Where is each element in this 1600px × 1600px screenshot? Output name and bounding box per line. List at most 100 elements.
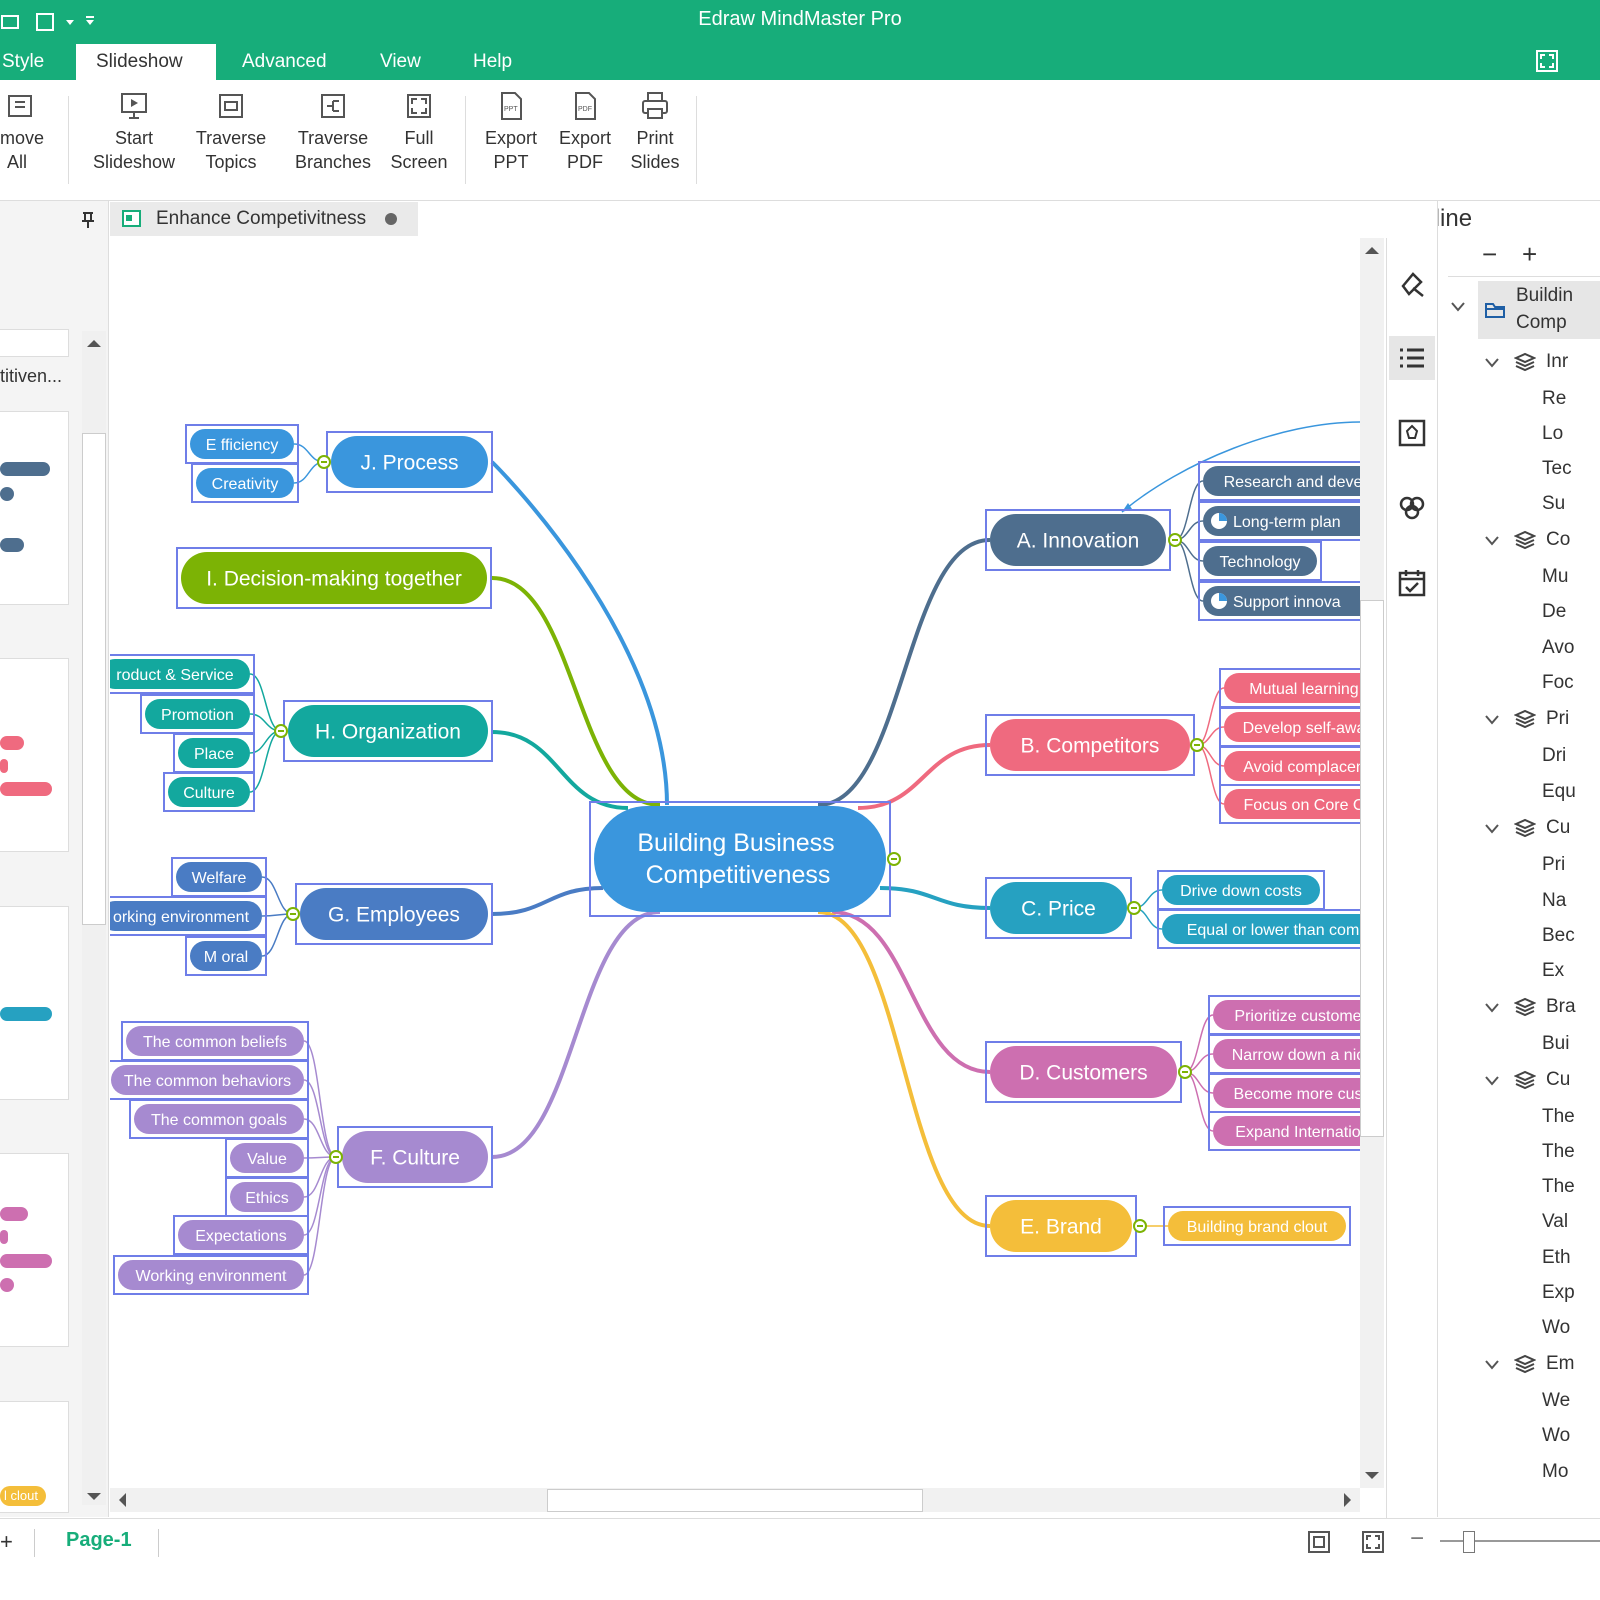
- outline-leaf-item[interactable]: Mo: [1542, 1461, 1568, 1483]
- unsaved-dot-icon[interactable]: [384, 212, 398, 226]
- icon-library-icon[interactable]: [1397, 418, 1427, 448]
- subtopic-customers[interactable]: Narrow down a nic: [1208, 1034, 1360, 1074]
- outline-leaf-item[interactable]: The: [1542, 1141, 1575, 1163]
- scroll-right-icon[interactable]: [1336, 1488, 1360, 1512]
- scroll-down-icon[interactable]: [82, 1485, 106, 1509]
- chevron-down-icon[interactable]: [1484, 714, 1500, 726]
- subtopic-competitors[interactable]: Focus on Core C: [1219, 784, 1360, 824]
- subtopic-customers[interactable]: Prioritize custome: [1208, 995, 1360, 1035]
- canvas-horizontal-scrollbar[interactable]: [110, 1488, 1360, 1512]
- outline-leaf-item[interactable]: Bui: [1542, 1033, 1569, 1055]
- outline-leaf-item[interactable]: Dri: [1542, 745, 1566, 767]
- subtopic-culture[interactable]: The common behaviors: [110, 1060, 309, 1100]
- outline-leaf-item[interactable]: Lo: [1542, 423, 1563, 445]
- subtopic-employees[interactable]: M oral: [185, 936, 267, 976]
- chevron-down-icon[interactable]: [1484, 1075, 1500, 1087]
- outline-leaf-item[interactable]: The: [1542, 1176, 1575, 1198]
- document-tab[interactable]: Enhance Competivitness: [110, 202, 418, 236]
- topic-price[interactable]: C. Price: [985, 877, 1132, 939]
- scroll-left-icon[interactable]: [110, 1488, 134, 1512]
- subtopic-competitors[interactable]: Avoid complacen: [1219, 746, 1360, 786]
- chevron-down-icon[interactable]: [1484, 357, 1500, 369]
- outline-leaf-item[interactable]: Foc: [1542, 672, 1574, 694]
- topic-brand[interactable]: E. Brand: [985, 1195, 1137, 1257]
- outline-leaf-item[interactable]: Bec: [1542, 925, 1575, 947]
- topic-culture[interactable]: F. Culture: [337, 1126, 493, 1188]
- outline-leaf-item[interactable]: Val: [1542, 1211, 1568, 1233]
- pin-icon[interactable]: [80, 211, 96, 229]
- outline-collapse-button[interactable]: −: [1482, 239, 1498, 269]
- outline-tab[interactable]: [1389, 336, 1435, 380]
- zoom-out-button[interactable]: −: [1410, 1525, 1425, 1552]
- zoom-slider-track[interactable]: [1440, 1540, 1600, 1542]
- outline-leaf-item[interactable]: The: [1542, 1106, 1575, 1128]
- chevron-down-icon[interactable]: [1484, 1002, 1500, 1014]
- subtopic-organization[interactable]: Promotion: [140, 694, 255, 734]
- start-slideshow-button[interactable]: Start Slideshow: [86, 90, 182, 174]
- subtopic-competitors[interactable]: Develop self-awa: [1219, 707, 1360, 747]
- task-calendar-icon[interactable]: [1397, 568, 1427, 598]
- export-pdf-button[interactable]: PDF Export PDF: [546, 90, 624, 174]
- relationship-line[interactable]: [1121, 421, 1360, 513]
- subtopic-culture[interactable]: Expectations: [173, 1215, 309, 1255]
- tab-advanced[interactable]: Advanced: [222, 44, 347, 80]
- outline-leaf-item[interactable]: Tec: [1542, 458, 1572, 480]
- format-brush-icon[interactable]: [1397, 268, 1427, 298]
- subtopic-brand[interactable]: Building brand clout: [1163, 1206, 1351, 1246]
- slides-scroll-thumb[interactable]: [82, 433, 106, 925]
- outline-leaf-item[interactable]: Re: [1542, 388, 1566, 410]
- subtopic-culture[interactable]: Value: [225, 1138, 309, 1178]
- tab-style[interactable]: Style: [0, 44, 64, 80]
- subtopic-customers[interactable]: Become more cus: [1208, 1073, 1360, 1113]
- subtopic-innovation[interactable]: Technology: [1198, 541, 1322, 581]
- chevron-down-icon[interactable]: [1484, 823, 1500, 835]
- subtopic-price[interactable]: Equal or lower than com: [1157, 909, 1360, 949]
- outline-leaf-item[interactable]: Mu: [1542, 566, 1568, 588]
- slide-thumbnail[interactable]: [0, 658, 69, 852]
- subtopic-culture[interactable]: Working environment: [113, 1255, 309, 1295]
- vertical-scroll-thumb[interactable]: [1360, 600, 1384, 1137]
- full-screen-status-icon[interactable]: [1360, 1529, 1386, 1555]
- slide-title-box[interactable]: [0, 329, 69, 357]
- print-slides-button[interactable]: Print Slides: [616, 90, 694, 174]
- horizontal-scroll-thumb[interactable]: [547, 1489, 923, 1512]
- full-screen-button[interactable]: Full Screen: [380, 90, 458, 174]
- subtopic-competitors[interactable]: Mutual learning: [1219, 668, 1360, 708]
- outline-expand-button[interactable]: +: [1522, 239, 1538, 269]
- outline-leaf-item[interactable]: De: [1542, 601, 1566, 623]
- outline-leaf-item[interactable]: Avo: [1542, 637, 1574, 659]
- clipart-icon[interactable]: [1397, 492, 1427, 522]
- subtopic-innovation[interactable]: Long-term plan: [1198, 501, 1360, 541]
- traverse-branches-button[interactable]: Traverse Branches: [288, 90, 378, 174]
- scroll-up-icon[interactable]: [82, 331, 106, 355]
- outline-leaf-item[interactable]: Exp: [1542, 1282, 1575, 1304]
- outline-leaf-item[interactable]: We: [1542, 1390, 1570, 1412]
- zoom-slider-handle[interactable]: [1463, 1531, 1475, 1553]
- slide-thumbnail[interactable]: l clout: [0, 1401, 69, 1513]
- topic-customers[interactable]: D. Customers: [985, 1041, 1182, 1103]
- outline-leaf-item[interactable]: Wo: [1542, 1425, 1570, 1447]
- tab-view[interactable]: View: [360, 44, 441, 80]
- add-page-button[interactable]: +: [0, 1529, 13, 1554]
- subtopic-employees[interactable]: orking environment: [110, 896, 267, 936]
- topic-process[interactable]: J. Process: [326, 431, 493, 493]
- subtopic-culture[interactable]: Ethics: [225, 1177, 309, 1217]
- tab-help[interactable]: Help: [453, 44, 532, 80]
- remove-all-button[interactable]: emove All: [0, 90, 56, 174]
- topic-innovation[interactable]: A. Innovation: [985, 509, 1171, 571]
- chevron-down-icon[interactable]: [1484, 535, 1500, 547]
- slide-thumbnail[interactable]: [0, 1153, 69, 1347]
- quick-access-toolbar[interactable]: [0, 8, 110, 36]
- subtopic-culture[interactable]: The common goals: [129, 1099, 309, 1139]
- subtopic-price[interactable]: Drive down costs: [1157, 870, 1325, 910]
- slide-thumbnail[interactable]: [0, 906, 69, 1100]
- outline-leaf-item[interactable]: Su: [1542, 493, 1565, 515]
- topic-organization[interactable]: H. Organization: [283, 700, 493, 762]
- tab-slideshow[interactable]: Slideshow: [76, 44, 216, 80]
- subtopic-organization[interactable]: Place: [173, 733, 255, 773]
- subtopic-culture[interactable]: The common beliefs: [121, 1021, 309, 1061]
- scroll-down-icon[interactable]: [1360, 1464, 1384, 1488]
